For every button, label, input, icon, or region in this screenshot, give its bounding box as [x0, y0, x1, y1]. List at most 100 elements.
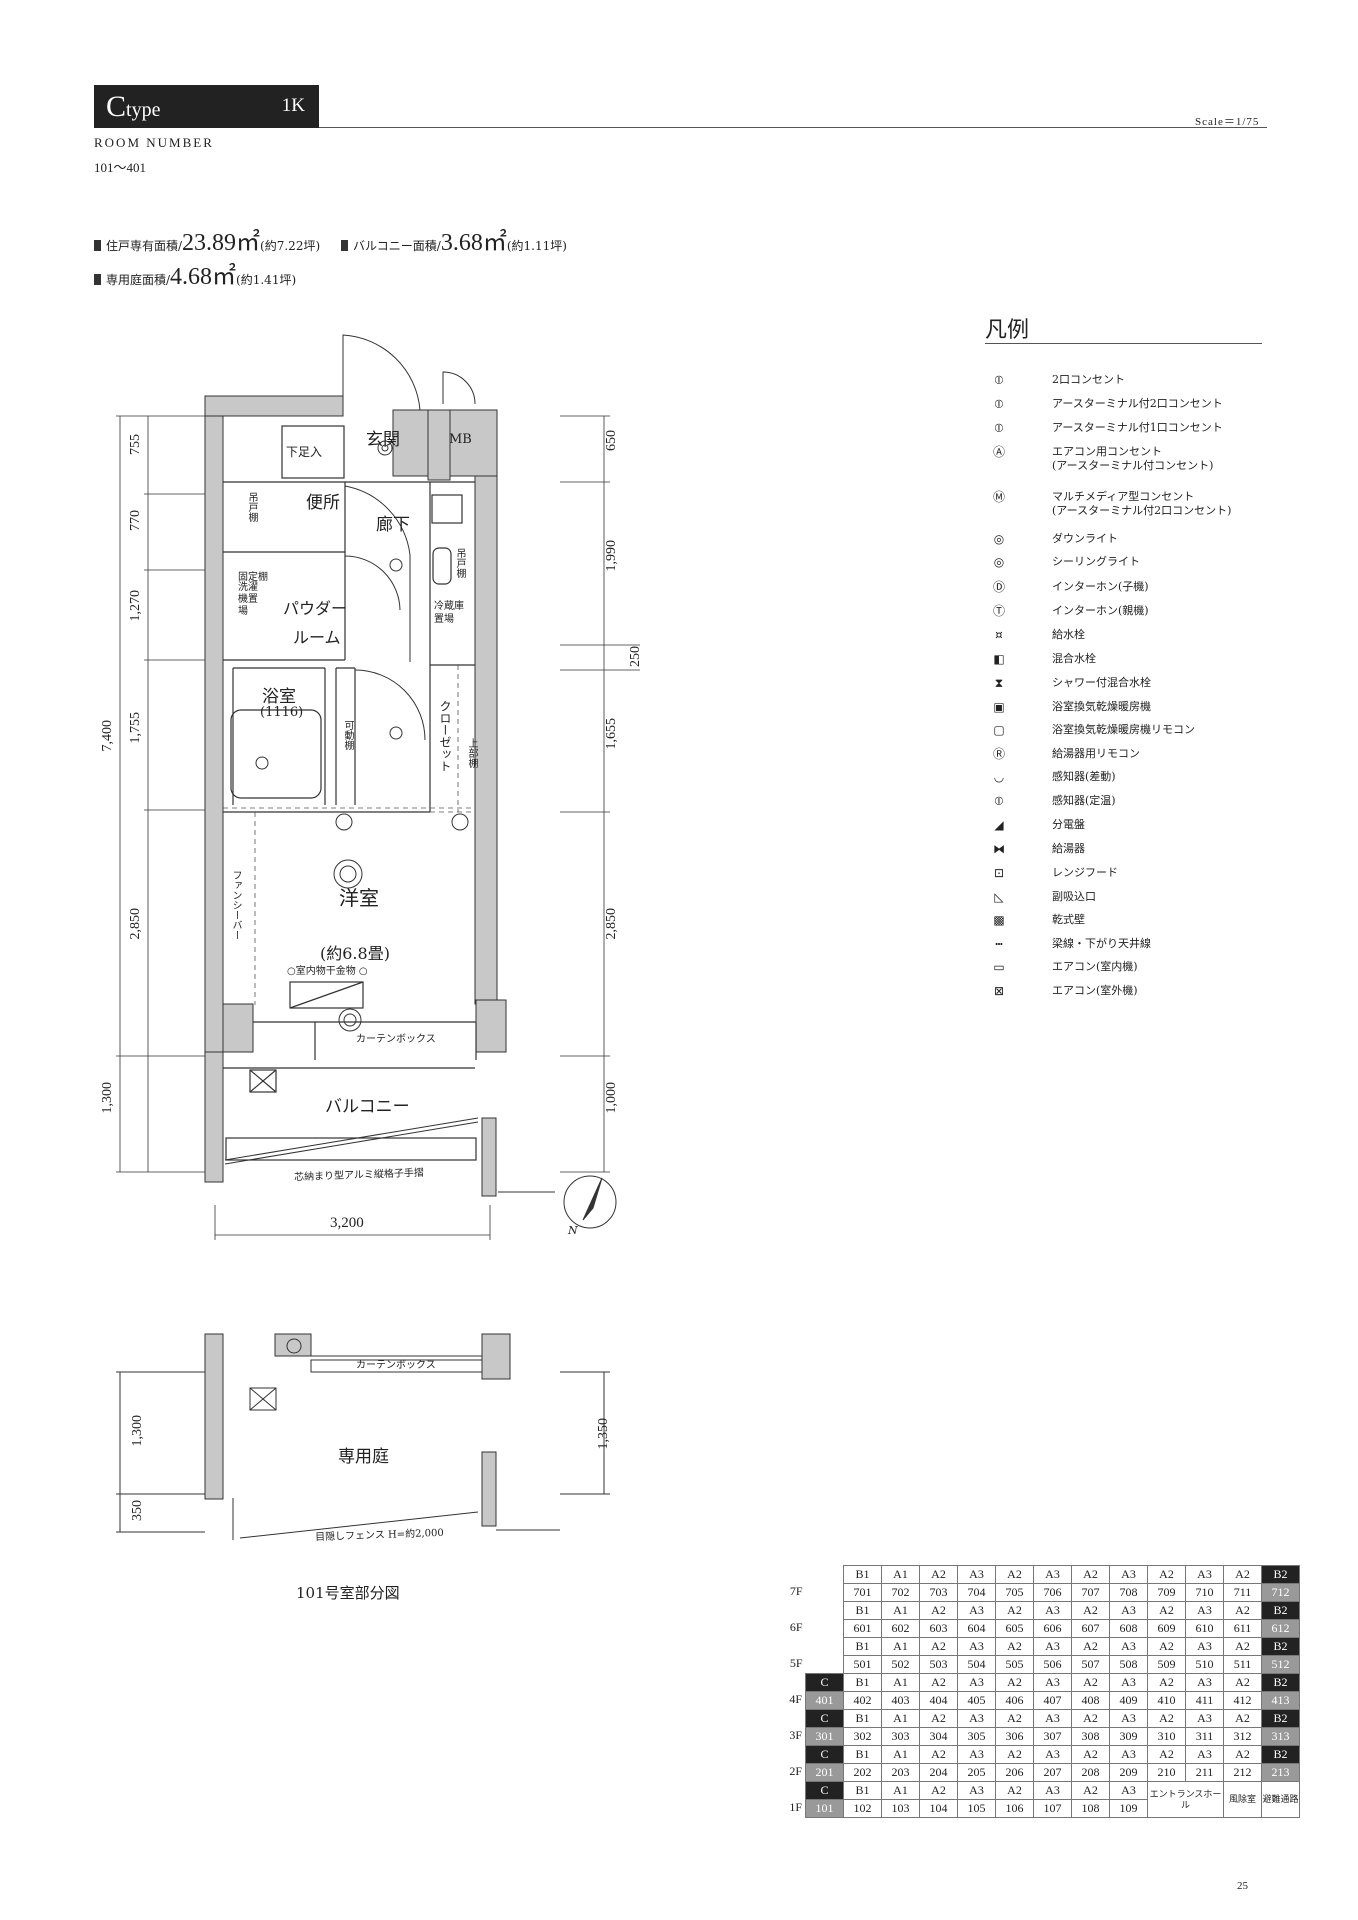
legend-label-text: エアコン(室外機) [1052, 984, 1138, 997]
unit-cell: A3 [1185, 1565, 1224, 1584]
label-powder: パウダー [283, 599, 348, 618]
unit-cell: B2 [1261, 1673, 1300, 1692]
unit-cell: 609 [1147, 1619, 1186, 1638]
unit-cell: 606 [1033, 1619, 1072, 1638]
label-powder2: ルーム [293, 628, 341, 647]
legend-label: 給湯器用リモコン [1052, 747, 1140, 761]
unit-cell: 401 [805, 1691, 844, 1710]
detector-fixed-icon: ⦶ [994, 794, 1004, 808]
air-intake-icon: ◺ [994, 890, 1004, 904]
label-shoes: 下足入 [286, 445, 323, 459]
unit-cell: A2 [1223, 1637, 1262, 1656]
dim-left-3: 1,270 [128, 590, 143, 622]
legend-label: アースターミナル付1口コンセント [1052, 421, 1223, 435]
dim-left-1: 755 [128, 434, 143, 455]
legend-label-text: 2口コンセント [1052, 373, 1125, 386]
unit-cell: B1 [843, 1565, 882, 1584]
legend-label-sub: (アースターミナル付コンセント) [1052, 459, 1214, 472]
unit-cell [806, 1566, 844, 1584]
unit-cell: A1 [881, 1637, 920, 1656]
unit-cell: A3 [1033, 1745, 1072, 1764]
unit-cell: A3 [1033, 1601, 1072, 1620]
legend-label-text: 乾式壁 [1052, 913, 1085, 926]
unit-cell: 412 [1223, 1691, 1262, 1710]
legend-label: 給水栓 [1052, 628, 1085, 642]
legend-label-text: 浴室換気乾燥暖房機リモコン [1052, 723, 1195, 736]
unit-cell: A2 [1071, 1745, 1110, 1764]
unit-cell: 706 [1033, 1583, 1072, 1602]
water-heater-icon: ⧓ [993, 842, 1005, 856]
label-sentaku: 洗濯機置場 [238, 582, 258, 617]
unit-cell: B1 [843, 1637, 882, 1656]
legend-label-text: アースターミナル付2口コンセント [1052, 397, 1223, 410]
dim-right-3: 250 [628, 646, 643, 667]
unit-cell: 512 [1261, 1655, 1300, 1674]
unit-cell: 109 [1109, 1799, 1148, 1818]
floor-label: 3F [789, 1727, 802, 1742]
unit-cell: 610 [1185, 1619, 1224, 1638]
partial-dim-left-1: 1,300 [130, 1415, 145, 1447]
north-label: N [568, 1224, 578, 1237]
unit-cell: A2 [919, 1709, 958, 1728]
unit-cell: A3 [1185, 1637, 1224, 1656]
unit-cell: 413 [1261, 1691, 1300, 1710]
unit-cell: 203 [881, 1763, 920, 1782]
unit-cell: A3 [957, 1709, 996, 1728]
label-jobu: 上部棚 [466, 738, 477, 768]
unit-cell: A2 [995, 1601, 1034, 1620]
room-number-label: ROOM NUMBER [94, 135, 214, 150]
label-benjo: 便所 [306, 493, 340, 513]
legend-label-text: ダウンライト [1052, 532, 1118, 545]
dim-right-5: 2,850 [604, 908, 619, 940]
multimedia-outlet-icon: Ⓜ [992, 490, 1005, 504]
garden-area: 専用庭面積/4.68㎡(約1.41坪) [94, 256, 296, 291]
unit-cell: 301 [805, 1727, 844, 1746]
legend-label: エアコン(室外機) [1052, 984, 1138, 998]
legend-label-text: インターホン(親機) [1052, 604, 1149, 617]
legend-label-text: シャワー付混合水栓 [1052, 676, 1151, 689]
room-range: 101〜401 [94, 160, 147, 175]
header-rule [319, 127, 1267, 128]
unit-cell: A3 [1109, 1709, 1148, 1728]
unit-cell: 611 [1223, 1619, 1262, 1638]
unit-cell: 105 [957, 1799, 996, 1818]
unit-cell: 712 [1261, 1583, 1300, 1602]
unit-cell: 504 [957, 1655, 996, 1674]
dim-left-2: 770 [128, 510, 143, 531]
unit-cell: 309 [1109, 1727, 1148, 1746]
label-balcony: バルコニー [325, 1097, 410, 1117]
legend-label: 感知器(差動) [1052, 770, 1116, 784]
beam-line-icon: ┅ [995, 937, 1003, 951]
unit-cell: B2 [1261, 1709, 1300, 1728]
unit-cell: 510 [1185, 1655, 1224, 1674]
partial-dim-right: 1,350 [596, 1418, 611, 1450]
unit-cell: A3 [1033, 1781, 1072, 1800]
unit-cell: 205 [957, 1763, 996, 1782]
unit-cell: 103 [881, 1799, 920, 1818]
page-number: 25 [1237, 1880, 1248, 1892]
unit-cell: 612 [1261, 1619, 1300, 1638]
unit-cell: A3 [1109, 1745, 1148, 1764]
unit-cell: A2 [1071, 1637, 1110, 1656]
unit-cell: C [805, 1673, 844, 1692]
legend-label-text: 給湯器 [1052, 842, 1085, 855]
unit-cell: A2 [919, 1745, 958, 1764]
unit-cell [806, 1620, 844, 1638]
dwelling-area: 住戸専有面積/23.89㎡(約7.22坪) [94, 222, 320, 257]
unit-cell: 608 [1109, 1619, 1148, 1638]
unit-cell: 404 [919, 1691, 958, 1710]
unit-cell: 106 [995, 1799, 1034, 1818]
unit-cell: 705 [995, 1583, 1034, 1602]
label-yokushitsu-size: (1116) [260, 705, 304, 720]
outlet-earth-1-icon: ⦶ [994, 421, 1004, 435]
unit-cell: 209 [1109, 1763, 1148, 1782]
dim-right-6: 1,000 [604, 1082, 619, 1114]
legend-label: 浴室換気乾燥暖房機 [1052, 700, 1151, 714]
unit-cell: 710 [1185, 1583, 1224, 1602]
balcony-area: バルコニー面積/3.68㎡(約1.11坪) [341, 222, 567, 257]
unit-cell: B1 [843, 1745, 882, 1764]
unit-cell: A2 [995, 1637, 1034, 1656]
unit-cell: 507 [1071, 1655, 1110, 1674]
